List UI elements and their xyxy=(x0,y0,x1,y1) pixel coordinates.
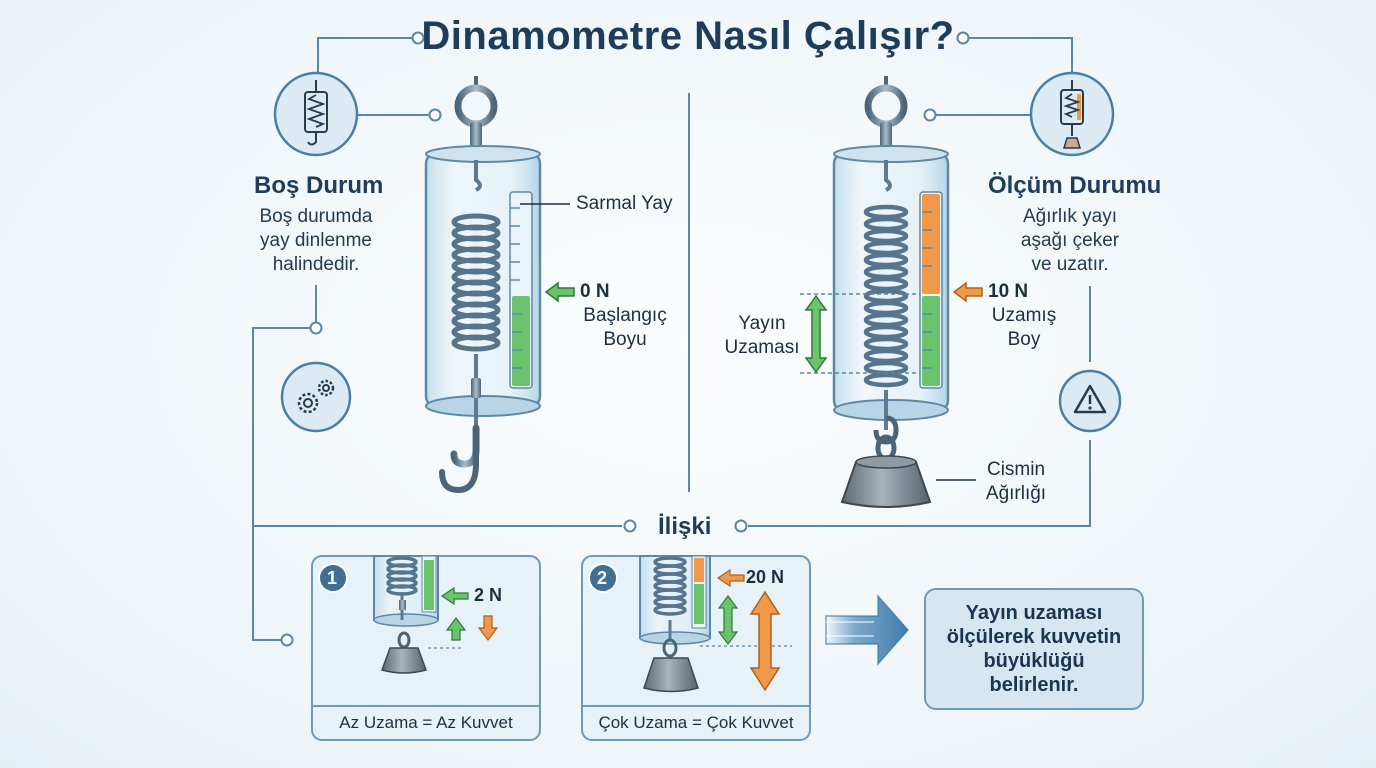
dynamometer-loaded xyxy=(832,76,950,508)
box2-caption: Çok Uzama = Çok Kuvvet xyxy=(598,713,794,732)
extension-label: Yayın Uzaması xyxy=(724,313,800,358)
warning-icon xyxy=(1058,369,1122,433)
initial-length-label: Başlangıç Boyu xyxy=(583,305,667,350)
badge-2-number: 2 xyxy=(597,568,608,588)
extension-arrow-right xyxy=(804,294,828,374)
box2-reading: 20 N xyxy=(746,567,785,587)
relation-heading: İlişki xyxy=(658,513,712,540)
empty-reading: 0 N xyxy=(580,281,610,302)
badge-1-number: 1 xyxy=(327,568,338,588)
badge-1 xyxy=(318,563,348,593)
extended-length-label: Uzamış Boy xyxy=(991,305,1057,350)
gears-icon xyxy=(280,361,352,433)
reading-arrow-right xyxy=(952,281,983,303)
spring-coil-turn xyxy=(863,372,909,388)
weight xyxy=(840,461,932,508)
badge-2 xyxy=(588,563,618,593)
hook xyxy=(450,424,480,468)
connector-dots xyxy=(280,31,970,647)
measure-state-description: Ağırlık yayı aşağı çeker ve uzatır. xyxy=(1020,206,1120,275)
spring-weight-icon xyxy=(1029,71,1115,157)
box1-caption: Az Uzama = Az Kuvvet xyxy=(339,713,513,732)
conclusion-box: Yayın uzaması ölçülerek kuvvetin büyüklü… xyxy=(924,588,1144,710)
spring-coil-turn xyxy=(451,334,501,352)
weight-label: Cismin Ağırlığı xyxy=(985,459,1047,504)
empty-state-description: Boş durumda yay dinlenme halindedir. xyxy=(259,206,373,275)
spring-icon xyxy=(273,71,359,157)
spring-label: Sarmal Yay xyxy=(576,193,673,214)
result-arrow xyxy=(825,594,910,666)
spring-coil xyxy=(474,160,482,192)
connector-lines xyxy=(252,37,1091,641)
dynamometer-empty xyxy=(424,76,542,494)
reading-arrow-left xyxy=(544,281,575,303)
page-title: Dinamometre Nasıl Çalışır? xyxy=(421,14,955,58)
loaded-reading: 10 N xyxy=(988,281,1029,302)
spring-coil-turn xyxy=(653,604,687,616)
measure-state-heading: Ölçüm Durumu xyxy=(988,172,1162,199)
empty-state-heading: Boş Durum xyxy=(254,172,384,199)
box1-reading: 2 N xyxy=(474,585,503,605)
